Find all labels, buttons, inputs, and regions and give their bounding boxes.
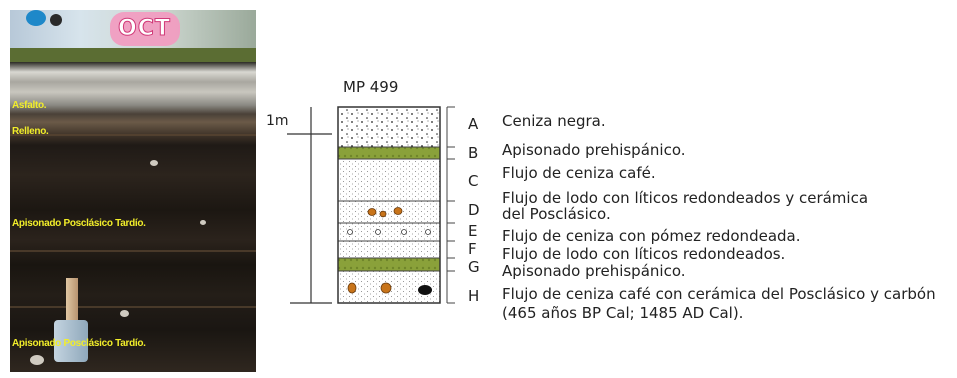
graffiti-blue-mark — [26, 10, 46, 26]
ceramic-fragment — [393, 207, 403, 215]
pumice-clast — [401, 229, 407, 235]
scale-label: 1m — [266, 113, 289, 129]
pumice-clast — [375, 229, 381, 235]
photo-pebble — [30, 355, 44, 365]
layer-desc-a: Ceniza negra. — [502, 112, 606, 130]
layer-desc-c: Flujo de ceniza café. — [502, 164, 656, 182]
scale-stake — [66, 278, 78, 328]
photo-stratum-line — [10, 250, 256, 252]
charcoal-fragment — [418, 285, 432, 295]
layer-desc-g: Apisonado prehispánico. — [502, 262, 686, 280]
photo-grass — [10, 48, 256, 62]
graffiti-dark-mark — [50, 14, 62, 26]
column-title: MP 499 — [343, 78, 399, 96]
photo-label-asfalto: Asfalto. — [12, 100, 47, 111]
layer-letter-g: G — [468, 258, 480, 276]
layer-letter-b: B — [468, 144, 479, 162]
layer-desc-b: Apisonado prehispánico. — [502, 141, 686, 159]
photo-pebble — [120, 310, 129, 317]
layer-e-fill — [338, 223, 440, 241]
layer-desc-d: Flujo de lodo con líticos redondeados y … — [502, 189, 869, 223]
layer-desc-e: Flujo de ceniza con pómez redondeada. — [502, 227, 801, 245]
scale-bar — [287, 107, 332, 304]
photo-stratum-line — [10, 134, 256, 136]
photo-pebble — [150, 160, 158, 166]
layer-desc-h: Flujo de ceniza café con cerámica del Po… — [502, 285, 936, 322]
layer-letter-h: H — [468, 287, 480, 305]
layer-letter-a: A — [468, 115, 479, 133]
layer-letter-e: E — [468, 222, 478, 240]
layer-a-fill — [338, 107, 440, 147]
ceramic-fragment — [379, 210, 387, 218]
ceramic-fragment — [347, 282, 357, 294]
layer-desc-f: Flujo de lodo con líticos redondeados. — [502, 245, 786, 263]
layer-letter-f: F — [468, 240, 477, 258]
stratigraphy-photo: OCT Asfalto. Relleno. Apisonado Posclási… — [10, 10, 256, 372]
pumice-clast — [425, 229, 431, 235]
graffiti-shape — [110, 12, 180, 46]
layer-letter-d: D — [468, 201, 480, 219]
layer-letter-c: C — [468, 172, 479, 190]
layer-f-fill — [338, 241, 440, 258]
layer-d-fill — [338, 201, 440, 223]
photo-stratum-line — [10, 306, 256, 308]
layer-c-fill — [338, 159, 440, 201]
layer-b-fill — [338, 147, 440, 159]
layer-brackets — [446, 106, 455, 304]
photo-label-relleno: Relleno. — [12, 126, 49, 137]
graffiti-text: OCT — [118, 16, 171, 42]
ceramic-fragment — [367, 208, 377, 216]
pumice-clast — [347, 229, 353, 235]
layer-g-fill — [338, 258, 440, 271]
photo-label-apisonado-2: Apisonado Posclásico Tardío. — [12, 338, 146, 349]
ceramic-fragment — [380, 282, 392, 294]
photo-label-apisonado-1: Apisonado Posclásico Tardío. — [12, 218, 146, 229]
column-outline — [337, 106, 441, 304]
photo-pebble — [200, 220, 206, 225]
photo-object — [54, 320, 88, 362]
